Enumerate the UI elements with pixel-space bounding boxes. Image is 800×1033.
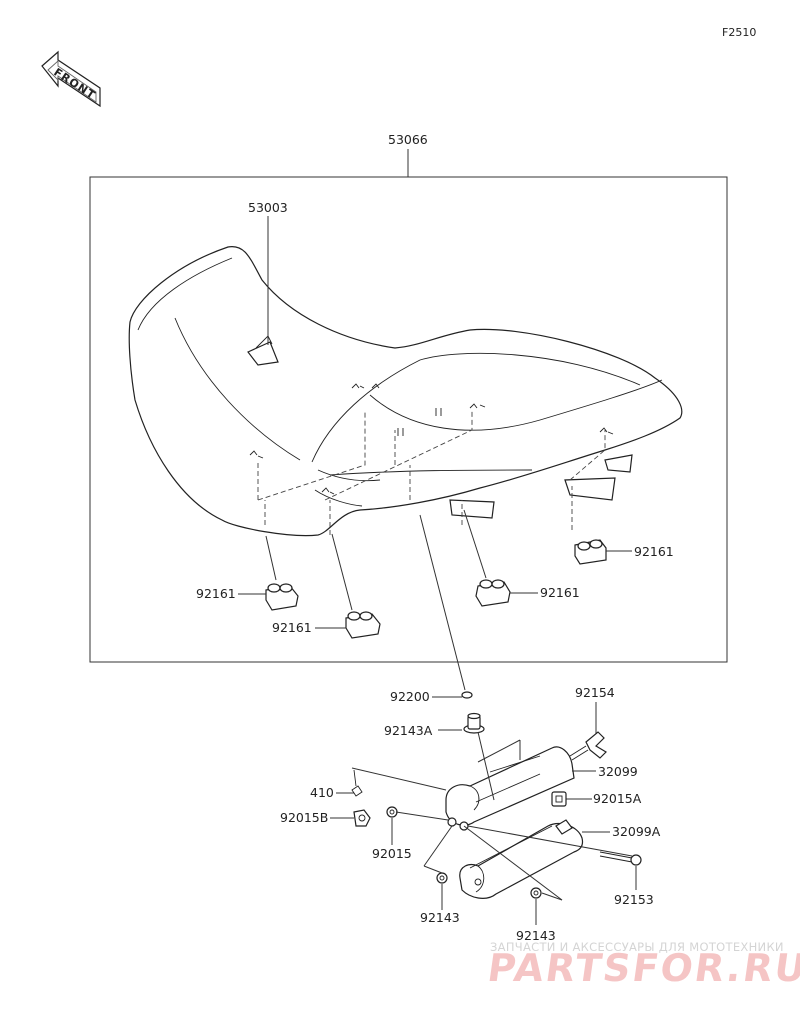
damper-lower [345, 611, 381, 639]
assembly-box [89, 176, 728, 663]
label-92143-left: 92143 [420, 910, 460, 925]
bracket-32099 [445, 731, 575, 826]
damper-left [265, 583, 299, 611]
label-92154: 92154 [575, 685, 615, 700]
damper-mid [475, 579, 511, 607]
collar-92143-right [530, 887, 542, 899]
nut-92015A [551, 791, 567, 807]
nut-92015B [353, 809, 371, 827]
bolt-92153 [599, 851, 642, 866]
collar-92143A [463, 712, 485, 734]
label-32099A: 32099A [612, 824, 661, 839]
wing-bolt-92154 [569, 731, 607, 761]
seat [128, 246, 683, 537]
nut-92015 [386, 806, 398, 818]
watermark-logo: PARTSFOR.RU [484, 946, 800, 990]
clip-410 [351, 769, 363, 797]
label-92143-right: 92143 [516, 928, 556, 943]
bracket-32099A [459, 819, 584, 899]
label-92143A: 92143A [384, 723, 433, 738]
label-92161-lower: 92161 [272, 620, 312, 635]
front-arrow-icon: FRONT [41, 50, 101, 108]
label-92161-mid: 92161 [540, 585, 580, 600]
label-410: 410 [310, 785, 334, 800]
damper-right [574, 539, 607, 565]
label-53066: 53066 [388, 132, 428, 147]
watermark-tagline: ЗАПЧАСТИ И АКСЕССУАРЫ ДЛЯ МОТОТЕХНИКИ [490, 940, 784, 954]
label-92161-left: 92161 [196, 586, 236, 601]
label-92015B: 92015B [280, 810, 328, 825]
diagram-code: F2510 [722, 26, 756, 39]
hidden-lines [257, 410, 606, 535]
label-32099: 32099 [598, 764, 638, 779]
label-92161-right: 92161 [634, 544, 674, 559]
label-53003: 53003 [248, 200, 288, 215]
fastener-markings [249, 383, 614, 495]
label-92015: 92015 [372, 846, 412, 861]
washer-92200 [461, 691, 473, 699]
label-92153: 92153 [614, 892, 654, 907]
collar-92143-left [436, 872, 448, 884]
label-92200: 92200 [390, 689, 430, 704]
label-92015A: 92015A [593, 791, 642, 806]
